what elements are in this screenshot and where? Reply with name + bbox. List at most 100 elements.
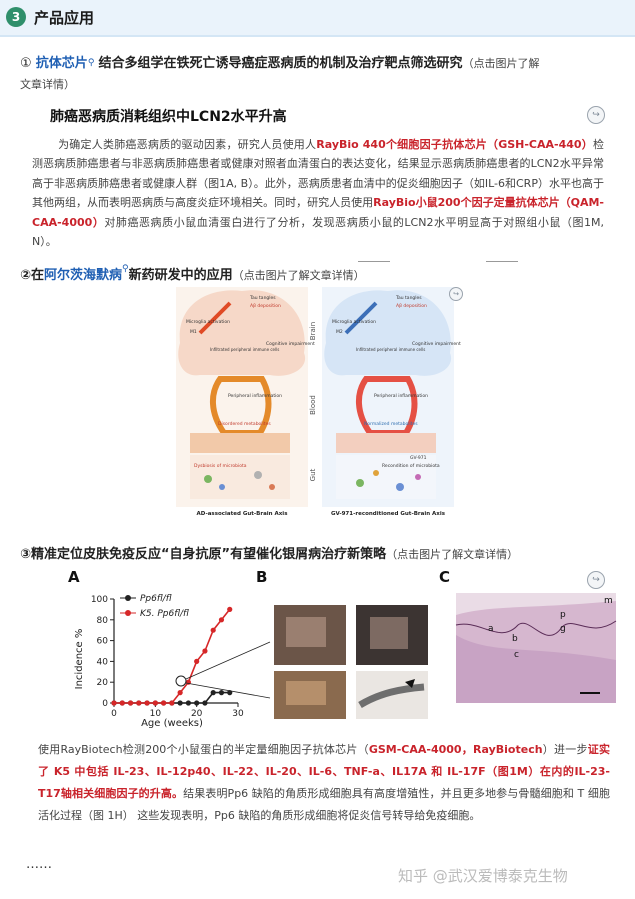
microbe (415, 474, 421, 480)
epidermis-top (456, 593, 616, 615)
share-icon[interactable]: ↪ (587, 106, 605, 124)
dermis (456, 635, 616, 703)
fig-label: Peripheral inflammation (228, 393, 282, 399)
watermark: 知乎 @武汉爱博泰克生物 (398, 867, 568, 885)
section3-paragraph: 使用RayBiotech检测200个小鼠蛋白的半定量细胞因子抗体芯片（GSM-C… (38, 739, 610, 827)
data-point (111, 700, 117, 706)
data-point (152, 700, 158, 706)
para3-highlight: 证实了 K5 中包括 IL-23、IL-12p40、IL-22、IL-20、IL… (38, 743, 611, 800)
histo-label: p (560, 610, 566, 620)
antibody-array-link[interactable]: 抗体芯片 (35, 56, 88, 71)
x-tick-label: 0 (111, 709, 117, 719)
zoom-line (185, 641, 271, 680)
fig-label: Normalized metabolites (364, 421, 418, 427)
microbe (204, 475, 212, 483)
brain-region-right (324, 290, 452, 376)
fig-label: Infiltrated peripheral immune cells (210, 347, 279, 352)
y-tick-label: 40 (97, 657, 109, 667)
histo-label: c (514, 650, 519, 660)
highlight-circle (175, 675, 187, 687)
para1-text-c: 对肺癌恶病质小鼠血清蛋白进行了分析，发现恶病质小鼠的LCN2水平明显高于对照组小… (32, 215, 605, 249)
fig-label: GV-971 (410, 455, 427, 461)
side-label-blood: Blood (309, 395, 317, 415)
panel-letter-b: B (256, 568, 267, 586)
arrow (198, 301, 232, 335)
mouse-tail (358, 683, 425, 709)
microbe (254, 471, 262, 479)
data-point (202, 648, 208, 654)
fig-label: Tau tangles (249, 295, 276, 301)
histo-label: m (604, 596, 613, 606)
section1-note: （点击图片了解 (462, 57, 540, 70)
microbe (373, 470, 379, 476)
section3-title: 精准定位皮肤免疫反应“自身抗原”有望催化银屑病治疗新策略 (31, 547, 387, 562)
fig-label: Recondition of microbiota (382, 463, 440, 469)
para3-text-c: 结果表明Pp6 缺陷的角质形成细胞具有高度增殖性，并且更多地参与骨髓细胞和 T … (38, 787, 610, 822)
fig-label: Cognitive impairment (412, 341, 461, 347)
panel-letter-c: C (439, 568, 450, 586)
fig-label: Tau tangles (395, 295, 422, 301)
para1-product-1: RayBio 440个细胞因子抗体芯片（GSH-CAA-440） (316, 138, 594, 151)
gut-brain-axis-figure[interactable]: Brain Blood Gut Tau tangles Aβ depositio… (170, 283, 466, 520)
y-tick-label: 60 (97, 637, 109, 647)
section3-number: ③ (20, 547, 32, 562)
share-icon[interactable]: ↪ (587, 571, 605, 589)
data-point (210, 690, 216, 696)
epidermis-boundary (455, 620, 617, 636)
section1-number: ① (20, 56, 32, 71)
left-caption: AD-associated Gut-Brain Axis (197, 511, 289, 517)
section-title: 产品应用 (34, 9, 95, 27)
data-point (202, 700, 208, 706)
data-point (169, 700, 175, 706)
side-label-gut: Gut (309, 468, 317, 481)
fig-label: Dysbiosis of microbiota (194, 463, 247, 469)
panel-letter-a: A (68, 568, 80, 586)
data-point (119, 700, 125, 706)
arrow (344, 301, 378, 335)
data-point (136, 700, 142, 706)
alzheimers-link[interactable]: 阿尔茨海默病 (44, 268, 123, 283)
data-point (218, 690, 225, 696)
search-icon: ⚲ (122, 264, 129, 274)
figure-subtitle: 肺癌恶病质消耗组织中LCN2水平升高 (50, 109, 287, 125)
para1-text-b: 检测恶病质肺癌患者与非恶病质肺癌患者或健康对照者血清蛋白的表达变化，结果显示恶病… (32, 138, 605, 210)
data-point (144, 700, 150, 706)
data-point (194, 700, 200, 706)
y-axis-label: Incidence % (74, 629, 85, 690)
x-tick-label: 30 (232, 709, 244, 719)
section2-note: （点击图片了解文章详情） (232, 269, 365, 282)
histo-label: a (488, 624, 494, 634)
histo-label: g (560, 624, 566, 634)
fig-label: Cognitive impairment (266, 341, 315, 347)
side-label-brain: Brain (309, 322, 317, 340)
section3-note: （点击图片了解文章详情） (386, 548, 519, 561)
microbe (219, 484, 225, 490)
microbe (396, 483, 404, 491)
right-caption: GV-971-reconditioned Gut-Brain Axis (331, 511, 446, 517)
fig-label: Infiltrated peripheral immune cells (356, 347, 425, 352)
data-point (210, 627, 216, 633)
fig-label: Aβ deposition (396, 303, 427, 309)
section-header (0, 0, 635, 36)
share-icon[interactable]: ↪ (449, 287, 463, 301)
fig-label: Aβ deposition (250, 303, 281, 309)
fig-label: Microglia activation (332, 319, 376, 325)
data-point (185, 700, 191, 706)
search-icon: ⚲ (87, 58, 95, 68)
legend-label-2: K5. Pp6fl/fl (140, 609, 189, 619)
data-point (227, 606, 233, 612)
lesion-area (286, 617, 326, 647)
para1-product-2: RayBio小鼠200个因子定量抗体芯片（QAM-CAA-4000） (32, 196, 604, 229)
legend-label-1: Pp6fl/fl (140, 594, 172, 604)
zoom-line (185, 682, 271, 699)
fig-label: Disordered metabolites (218, 421, 271, 427)
x-axis-label: Age (weeks) (141, 718, 203, 729)
divider-mark (358, 261, 390, 262)
section2-number: ②在 (20, 268, 45, 283)
data-point (177, 690, 183, 696)
para3-text-b: ）进一步 (542, 743, 588, 756)
data-point (194, 658, 200, 664)
y-tick-label: 80 (97, 616, 109, 626)
